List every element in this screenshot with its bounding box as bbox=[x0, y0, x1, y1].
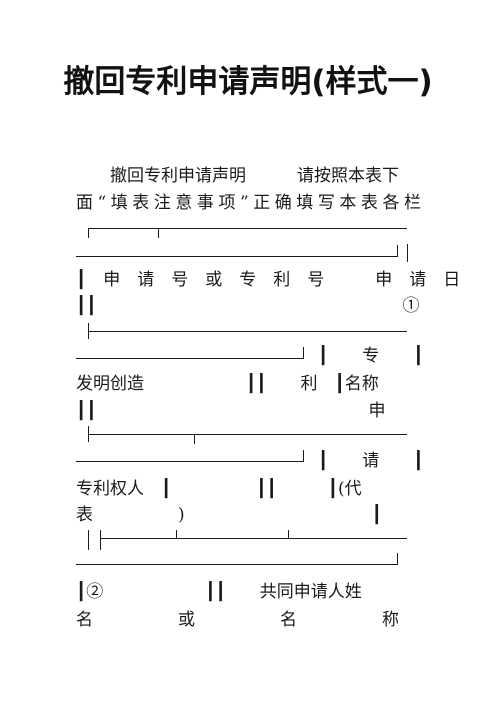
table-divider-tick-3 bbox=[176, 530, 177, 538]
table-rule-7 bbox=[76, 564, 398, 565]
text-line-1: 撤回专利申请声明 请按照本表下 bbox=[76, 166, 399, 186]
text-line-10: 表 ) ┃ bbox=[76, 505, 382, 525]
table-corner-right-2 bbox=[303, 347, 304, 359]
text-line-11: ┃② ┃┃ 共同申请人姓 bbox=[76, 582, 362, 602]
table-side-bar bbox=[407, 244, 408, 262]
table-rule-3 bbox=[76, 358, 304, 359]
text-line-8: ┃ 请 ┃ bbox=[318, 451, 424, 471]
table-divider-tick-2 bbox=[194, 434, 195, 444]
table-corner-left bbox=[88, 228, 89, 238]
document-title: 撤回专利申请声明(样式一) bbox=[63, 64, 433, 100]
table-rule-5 bbox=[76, 461, 304, 462]
table-divider-tick-4 bbox=[288, 530, 289, 538]
text-line-2: 面“填表注意事项”正确填写本表各栏 bbox=[76, 193, 421, 213]
table-divider-tick bbox=[158, 228, 159, 238]
text-line-7: ┃┃ 申 bbox=[76, 401, 386, 421]
text-line-9: 专利权人 ┃ ┃┃ ┃(代 bbox=[76, 479, 362, 499]
table-left-bar-3 bbox=[88, 530, 89, 550]
table-rule-6 bbox=[100, 538, 407, 539]
table-top-border bbox=[88, 228, 407, 229]
table-rule-2 bbox=[88, 331, 407, 332]
table-corner-right-3 bbox=[303, 450, 304, 462]
table-rule-4 bbox=[88, 434, 407, 435]
table-rule-1 bbox=[76, 256, 398, 257]
text-line-12: 名 或 名 称 bbox=[76, 610, 399, 630]
text-line-5: ┃ 专 ┃ bbox=[318, 346, 424, 366]
table-corner-right-4 bbox=[397, 553, 398, 565]
text-line-4: ┃┃ ① bbox=[76, 296, 420, 316]
table-corner-right bbox=[397, 245, 398, 257]
text-line-6: 发明创造 ┃┃ 利 ┃名称 bbox=[76, 374, 379, 394]
table-left-tee-3 bbox=[100, 530, 101, 550]
text-line-3: ┃ 申 请 号 或 专 利 号 申 请 日 bbox=[76, 270, 461, 290]
